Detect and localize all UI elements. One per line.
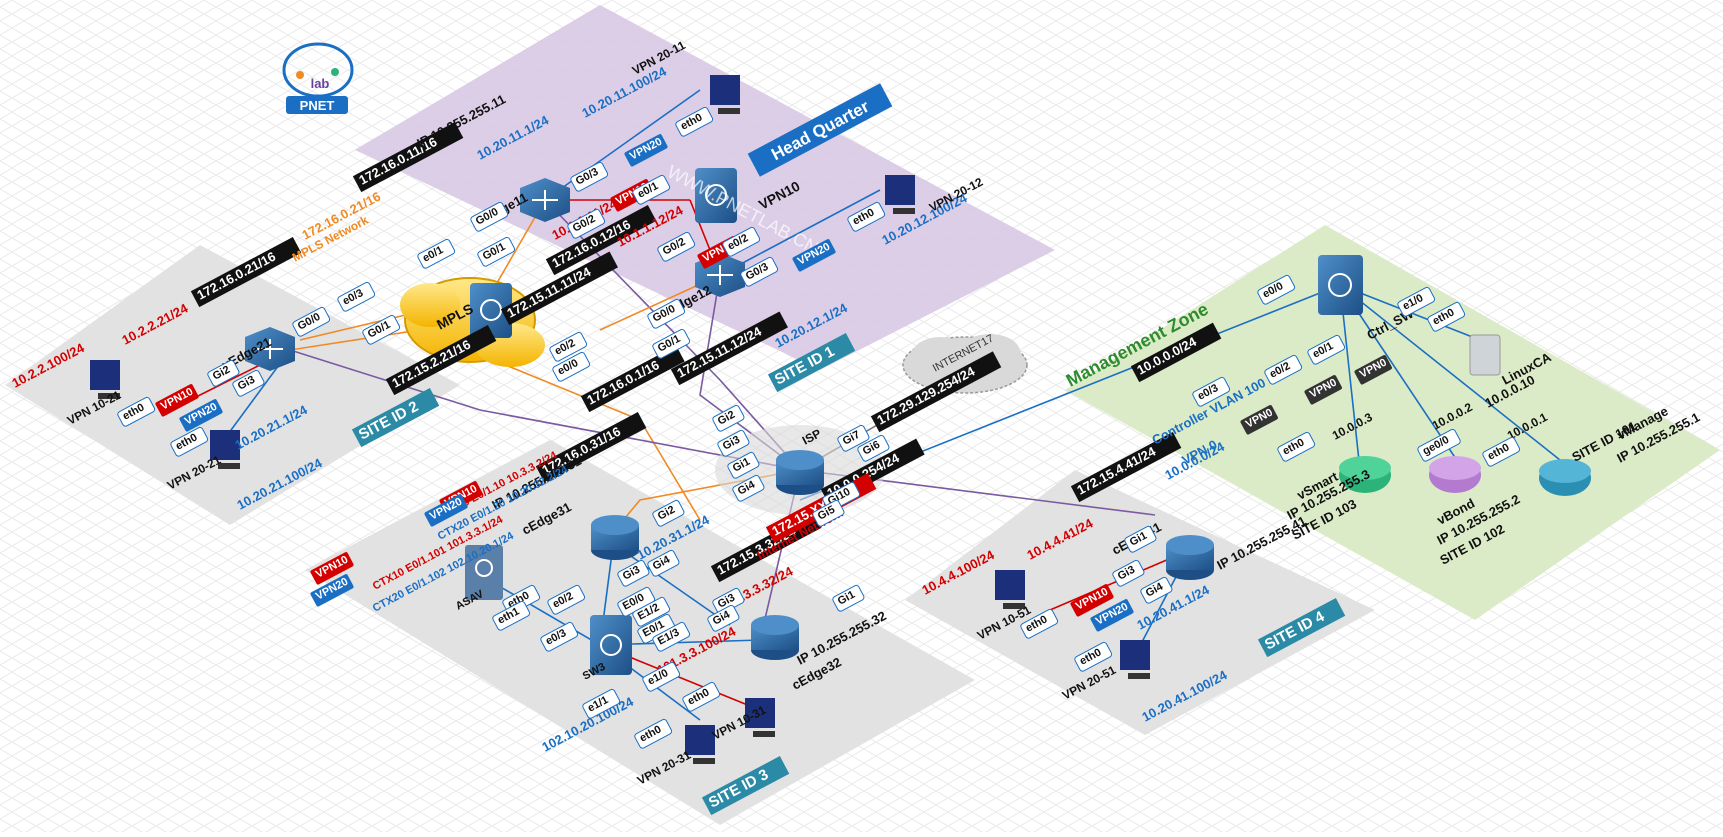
port-label: Gi2 (712, 404, 745, 432)
port-label: G0/0 (292, 306, 331, 337)
port-label: e0/3 (1192, 376, 1231, 407)
pc-icon (995, 570, 1025, 609)
port-label: e0/0 (552, 351, 591, 382)
port-label: Gi1 (832, 584, 865, 612)
internet-cloud (902, 334, 1028, 394)
pc-icon (710, 75, 740, 114)
port-label: e0/1 (1307, 334, 1346, 365)
port-label: Gi4 (647, 549, 680, 577)
pc-icon (885, 175, 915, 214)
port-label: Gi4 (1140, 576, 1173, 604)
port-label: Gi3 (1112, 559, 1145, 587)
switch-vpn10-hq[interactable] (695, 168, 737, 223)
router-vedge11[interactable] (520, 178, 570, 222)
site4-zone (905, 470, 1375, 735)
router-cedge31[interactable] (591, 515, 639, 560)
port-label: Gi1 (727, 451, 760, 479)
port-label: Gi4 (707, 604, 740, 632)
port-label: Gi7 (837, 424, 870, 452)
port-label: Gi6 (857, 434, 890, 462)
server-linuxca[interactable] (1469, 334, 1501, 376)
pnetlab-logo: lab PNET (282, 42, 354, 114)
port-label: Gi3 (232, 369, 265, 397)
firewall-asav[interactable] (465, 545, 503, 600)
controller-vsmart[interactable] (1339, 456, 1391, 493)
router-vedge21[interactable] (245, 327, 295, 371)
logo-sub: lab (311, 76, 330, 91)
port-label: e1/1 (582, 688, 621, 719)
port-label: Gi3 (717, 429, 750, 457)
port-label: Gi2 (652, 499, 685, 527)
controller-vbond[interactable] (1429, 456, 1481, 493)
port-label: e0/2 (1264, 354, 1303, 385)
port-label: e1/0 (1397, 286, 1436, 317)
router-mpls[interactable] (470, 283, 512, 338)
port-label: Gi5 (812, 499, 845, 527)
port-label: e0/0 (1257, 274, 1296, 305)
router-isp[interactable] (776, 450, 824, 495)
pc-icon (210, 430, 240, 469)
port-label: e0/2 (547, 584, 586, 615)
vpn-tag: VPN20 (310, 574, 354, 607)
pc-icon (90, 360, 120, 399)
port-label: Gi1 (1124, 525, 1157, 553)
switch-ctrl-sw[interactable] (1318, 255, 1363, 315)
port-label: e1/0 (642, 661, 681, 692)
port-label: Gi3 (617, 559, 650, 587)
port-label: e0/3 (540, 621, 579, 652)
router-cedge32[interactable] (751, 615, 799, 660)
pc-icon (745, 698, 775, 737)
mgmt-zone (1065, 225, 1720, 620)
port-label: e0/2 (722, 226, 761, 257)
port-label: Gi2 (207, 359, 240, 387)
port-label: Gi4 (732, 474, 765, 502)
pc-icon (685, 725, 715, 764)
router-cedge41[interactable] (1166, 535, 1214, 580)
port-label: e0/1 (632, 174, 671, 205)
pc-icon (1120, 640, 1150, 679)
port-label: e0/2 (549, 331, 588, 362)
controller-vmanage[interactable] (1539, 459, 1591, 496)
switch-sw3[interactable] (590, 615, 632, 675)
port-label: e0/3 (337, 281, 376, 312)
port-label: e0/1 (417, 238, 456, 269)
logo-text: PNET (300, 98, 335, 113)
